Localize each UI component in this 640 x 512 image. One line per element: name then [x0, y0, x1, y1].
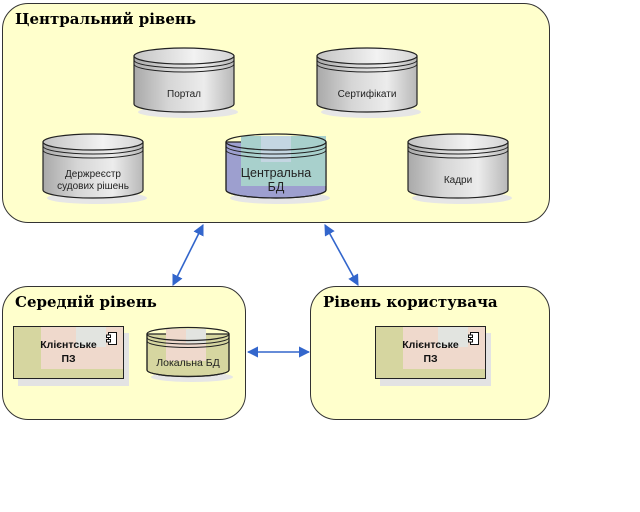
- hr-label: Кадри: [443, 175, 473, 186]
- certificates-label: Сертифікати: [337, 89, 397, 100]
- middle-client-label-line2: ПЗ: [61, 353, 76, 365]
- central-level-title: Центральний рівень: [15, 10, 197, 28]
- court-registry-label-line2: судових рішень: [57, 181, 129, 192]
- middle-client-label-line1: Клієнтське: [40, 339, 97, 351]
- component-icon: [106, 332, 117, 345]
- component-highlight: [438, 327, 468, 347]
- central-database[interactable]: Центральна БД: [225, 132, 330, 204]
- local-database[interactable]: Локальна БД: [146, 326, 233, 382]
- database-cylinder-icon: [146, 326, 233, 382]
- component-highlight: [76, 327, 106, 347]
- database-cylinder-icon: [316, 47, 421, 118]
- certificates-database[interactable]: Сертифікати: [316, 46, 421, 118]
- central-middle-arrow: [172, 223, 204, 287]
- central-user-arrow: [324, 224, 359, 286]
- central-database-label: Центральна БД: [225, 166, 327, 194]
- central-database-label-line1: Центральна: [240, 166, 312, 180]
- user-client-software[interactable]: Клієнтське ПЗ: [375, 326, 486, 379]
- portal-database[interactable]: Портал: [133, 46, 238, 118]
- user-client-label: Клієнтське ПЗ: [376, 338, 485, 366]
- hr-database[interactable]: Кадри: [407, 132, 512, 204]
- database-cylinder-icon: [133, 47, 238, 118]
- court-registry-label: Держреєстр судових рішень: [42, 169, 144, 193]
- central-database-label-line2: БД: [267, 180, 285, 194]
- middle-level-title: Середній рівень: [15, 293, 157, 311]
- middle-client-label: Клієнтське ПЗ: [14, 338, 123, 366]
- database-cylinder-icon: [407, 133, 512, 204]
- court-registry-label-line1: Держреєстр: [65, 169, 121, 180]
- database-cylinder-icon: [42, 133, 147, 204]
- portal-label: Портал: [167, 89, 201, 100]
- user-client-label-line2: ПЗ: [423, 353, 438, 365]
- database-cylinder-icon: [225, 133, 330, 204]
- middle-client-software[interactable]: Клієнтське ПЗ: [13, 326, 124, 379]
- local-database-label: Локальна БД: [156, 357, 220, 369]
- user-client-label-line1: Клієнтське: [402, 339, 459, 351]
- component-icon: [468, 332, 479, 345]
- court-registry-database[interactable]: Держреєстр судових рішень: [42, 132, 147, 204]
- user-level-title: Рівень користувача: [323, 293, 498, 311]
